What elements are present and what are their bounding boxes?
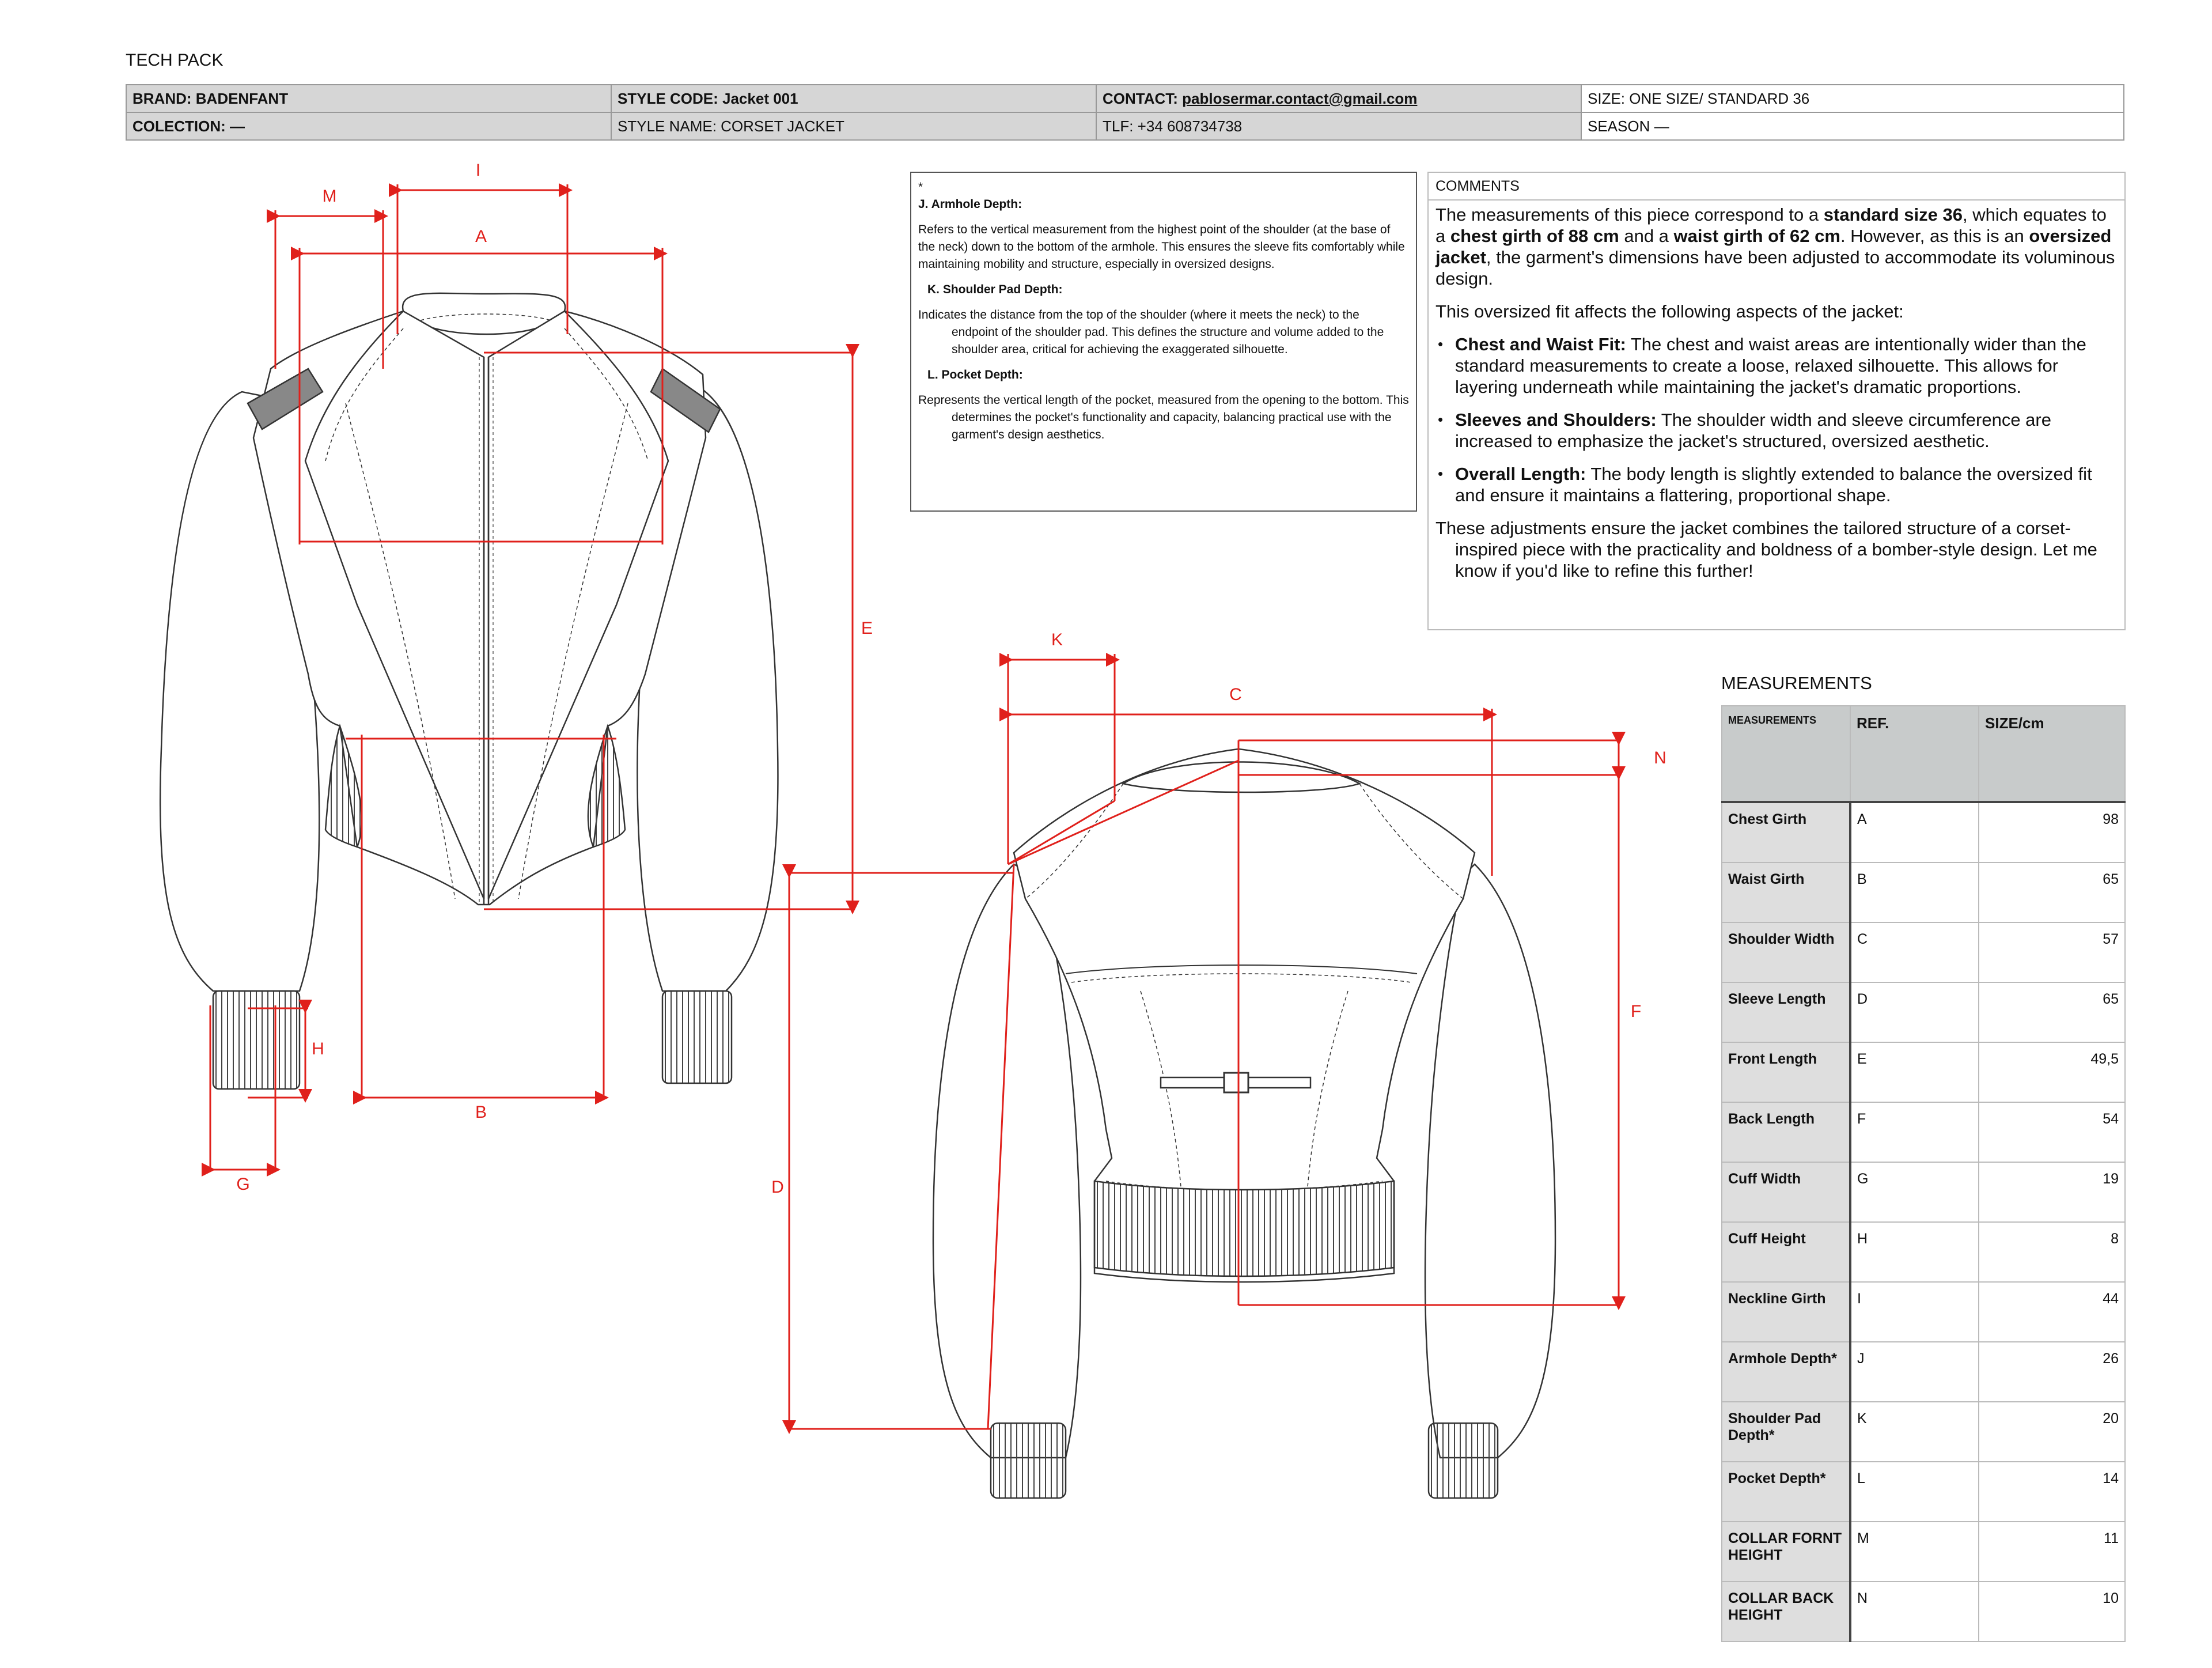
- pocket-depth-text: Represents the vertical length of the po…: [918, 394, 1409, 441]
- comments-paragraph-2: This oversized fit affects the following…: [1435, 301, 1904, 322]
- asterisk: *: [918, 180, 923, 194]
- dim-label-c: C: [1229, 685, 1242, 704]
- comments-box: COMMENTS The measurements of this piece …: [1427, 172, 2126, 630]
- contact-label: CONTACT:: [1103, 89, 1183, 107]
- comments-list: Chest and Waist Fit: The chest and waist…: [1435, 334, 2118, 506]
- dim-label-d: D: [771, 1178, 784, 1197]
- comments-header: COMMENTS: [1429, 173, 2124, 201]
- brand-cell: BRAND: BADENFANT: [126, 84, 612, 113]
- header-table: BRAND: BADENFANT STYLE CODE: Jacket 001 …: [126, 84, 2124, 141]
- definitions-box: * J. Armhole Depth: Refers to the vertic…: [910, 172, 1417, 512]
- contact-email-link[interactable]: pablosermar.contact@gmail.com: [1182, 89, 1418, 107]
- dim-label-h: H: [312, 1039, 324, 1058]
- dim-label-e: E: [861, 619, 873, 638]
- dim-label-k: K: [1051, 630, 1063, 649]
- size-cell: SIZE: ONE SIZE/ STANDARD 36: [1581, 84, 2124, 113]
- dim-label-f: F: [1631, 1002, 1641, 1021]
- phone-cell: TLF: +34 608734738: [1096, 112, 1582, 141]
- pocket-depth-title: L. Pocket Depth:: [927, 368, 1023, 381]
- armhole-depth-title: J. Armhole Depth:: [918, 198, 1022, 211]
- armhole-depth-text: Refers to the vertical measurement from …: [918, 223, 1405, 271]
- comments-paragraph-1: The measurements of this piece correspon…: [1435, 205, 2115, 289]
- list-item: Sleeves and Shoulders: The shoulder widt…: [1438, 409, 2118, 452]
- page-title: TECH PACK: [126, 51, 224, 70]
- dimension-lines: [202, 183, 1626, 1434]
- shoulder-pad-depth-title: K. Shoulder Pad Depth:: [927, 283, 1063, 296]
- contact-cell: CONTACT: pablosermar.contact@gmail.com: [1096, 84, 1582, 113]
- season-cell: SEASON —: [1581, 112, 2124, 141]
- dim-label-n: N: [1654, 748, 1666, 767]
- column-header-ref: REF.: [1850, 705, 1979, 803]
- column-header-size: SIZE/cm: [1978, 705, 2126, 803]
- list-item: Overall Length: The body length is sligh…: [1438, 463, 2118, 506]
- list-item: Chest and Waist Fit: The chest and waist…: [1438, 334, 2118, 398]
- dim-label-a: A: [475, 227, 487, 246]
- measurements-title: MEASUREMENTS: [1721, 673, 1872, 693]
- style-code-cell: STYLE CODE: Jacket 001: [611, 84, 1097, 113]
- shoulder-pad-depth-text: Indicates the distance from the top of t…: [918, 308, 1384, 356]
- comments-paragraph-3: These adjustments ensure the jacket comb…: [1435, 518, 2097, 581]
- dim-label-g: G: [236, 1175, 249, 1194]
- dim-label-i: I: [476, 161, 480, 180]
- column-header-measurements: MEASUREMENTS: [1721, 705, 1851, 803]
- front-jacket-drawing: [159, 292, 779, 1090]
- collection-cell: COLECTION: —: [126, 112, 612, 141]
- back-jacket-drawing: [932, 748, 1556, 1499]
- dim-label-m: M: [323, 187, 337, 206]
- dim-label-b: B: [475, 1103, 487, 1122]
- style-name-cell: STYLE NAME: CORSET JACKET: [611, 112, 1097, 141]
